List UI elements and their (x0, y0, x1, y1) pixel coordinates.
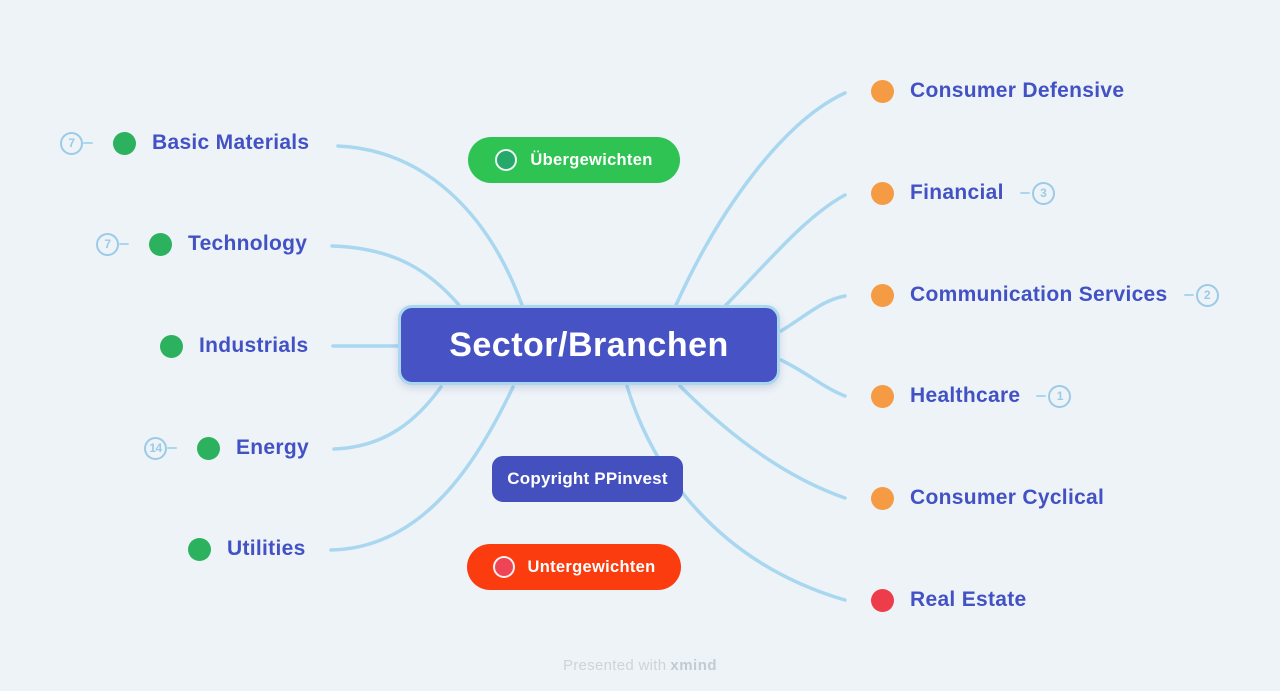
connector-consumer-defensive (674, 91, 847, 307)
topic-technology[interactable]: 7 Technology (96, 232, 307, 256)
overweight-marker-icon (188, 537, 211, 561)
legend-underweight[interactable]: Untergewichten (467, 544, 681, 590)
neutral-marker-icon (871, 283, 894, 307)
topic-consumer-cyclical[interactable]: Consumer Cyclical (871, 486, 1104, 510)
topic-financial[interactable]: Financial 3 (871, 181, 1055, 205)
topic-label: Industrials (199, 334, 309, 357)
connector-financial (724, 193, 847, 307)
badge-count[interactable]: 7 (96, 232, 119, 256)
connector-energy (332, 385, 443, 451)
neutral-marker-icon (871, 384, 894, 408)
badge-count[interactable]: 7 (60, 131, 83, 155)
overweight-marker-icon (197, 436, 220, 460)
topic-basic-materials[interactable]: 7 Basic Materials (60, 131, 309, 155)
badge-count[interactable]: 14 (144, 436, 167, 460)
connector-real-estate (625, 384, 847, 602)
branch-count-badge[interactable]: 2 (1183, 283, 1219, 307)
underweight-legend-icon (492, 556, 515, 578)
branch-count-badge[interactable]: 7 (60, 131, 93, 155)
branch-count-badge[interactable]: 7 (96, 232, 129, 256)
topic-label: Utilities (227, 537, 306, 560)
topic-label: Communication Services (910, 283, 1168, 306)
topic-real-estate[interactable]: Real Estate (871, 588, 1027, 612)
topic-label: Consumer Defensive (910, 79, 1125, 102)
topic-consumer-defensive[interactable]: Consumer Defensive (871, 79, 1124, 103)
overweight-marker-icon (149, 232, 172, 256)
overweight-marker-icon (160, 334, 183, 358)
badge-count[interactable]: 1 (1048, 384, 1072, 408)
badge-count[interactable]: 2 (1195, 283, 1219, 307)
badge-connector-nub (167, 446, 177, 450)
topic-label: Healthcare (910, 384, 1021, 407)
neutral-marker-icon (871, 486, 894, 510)
connector-communication-services (779, 294, 847, 333)
central-topic[interactable]: Sector/Branchen (398, 305, 780, 385)
topic-industrials[interactable]: Industrials (160, 334, 309, 358)
overweight-marker-icon (113, 131, 136, 155)
badge-connector-nub (119, 242, 129, 246)
neutral-marker-icon (871, 79, 894, 103)
badge-connector-nub (1036, 394, 1047, 398)
connector-basic-materials (336, 144, 524, 307)
legend-overweight-label: Übergewichten (530, 150, 653, 169)
branch-count-badge[interactable]: 3 (1019, 181, 1055, 205)
topic-label: Energy (236, 436, 309, 459)
topic-utilities[interactable]: Utilities (188, 537, 306, 561)
badge-connector-nub (1019, 191, 1030, 195)
copyright-note[interactable]: Copyright PPinvest (492, 456, 683, 502)
badge-connector-nub (83, 141, 93, 145)
connector-consumer-cyclical (678, 384, 847, 500)
branch-count-badge[interactable]: 14 (144, 436, 177, 460)
neutral-marker-icon (871, 181, 894, 205)
topic-healthcare[interactable]: Healthcare 1 (871, 384, 1072, 408)
legend-overweight[interactable]: Übergewichten (468, 137, 680, 183)
branch-count-badge[interactable]: 1 (1036, 384, 1072, 408)
underweight-marker-icon (871, 588, 894, 612)
watermark-text: Presented with (562, 657, 667, 674)
topic-label: Basic Materials (152, 131, 310, 154)
topic-communication-services[interactable]: Communication Services 2 (871, 283, 1219, 307)
central-topic-label: Sector/Branchen (449, 325, 729, 364)
topic-label: Technology (188, 232, 308, 255)
overweight-legend-icon (495, 149, 518, 171)
topic-label: Consumer Cyclical (910, 486, 1105, 509)
connector-utilities (329, 385, 515, 552)
xmind-logo: xmind (670, 657, 718, 674)
legend-underweight-label: Untergewichten (527, 557, 656, 576)
badge-count[interactable]: 3 (1031, 181, 1055, 205)
topic-label: Real Estate (910, 588, 1027, 611)
topic-energy[interactable]: 14 Energy (144, 436, 309, 460)
topic-label: Financial (910, 181, 1004, 204)
connector-healthcare (779, 358, 847, 398)
connector-technology (330, 244, 461, 307)
copyright-label: Copyright PPinvest (507, 469, 668, 488)
badge-connector-nub (1183, 293, 1194, 297)
